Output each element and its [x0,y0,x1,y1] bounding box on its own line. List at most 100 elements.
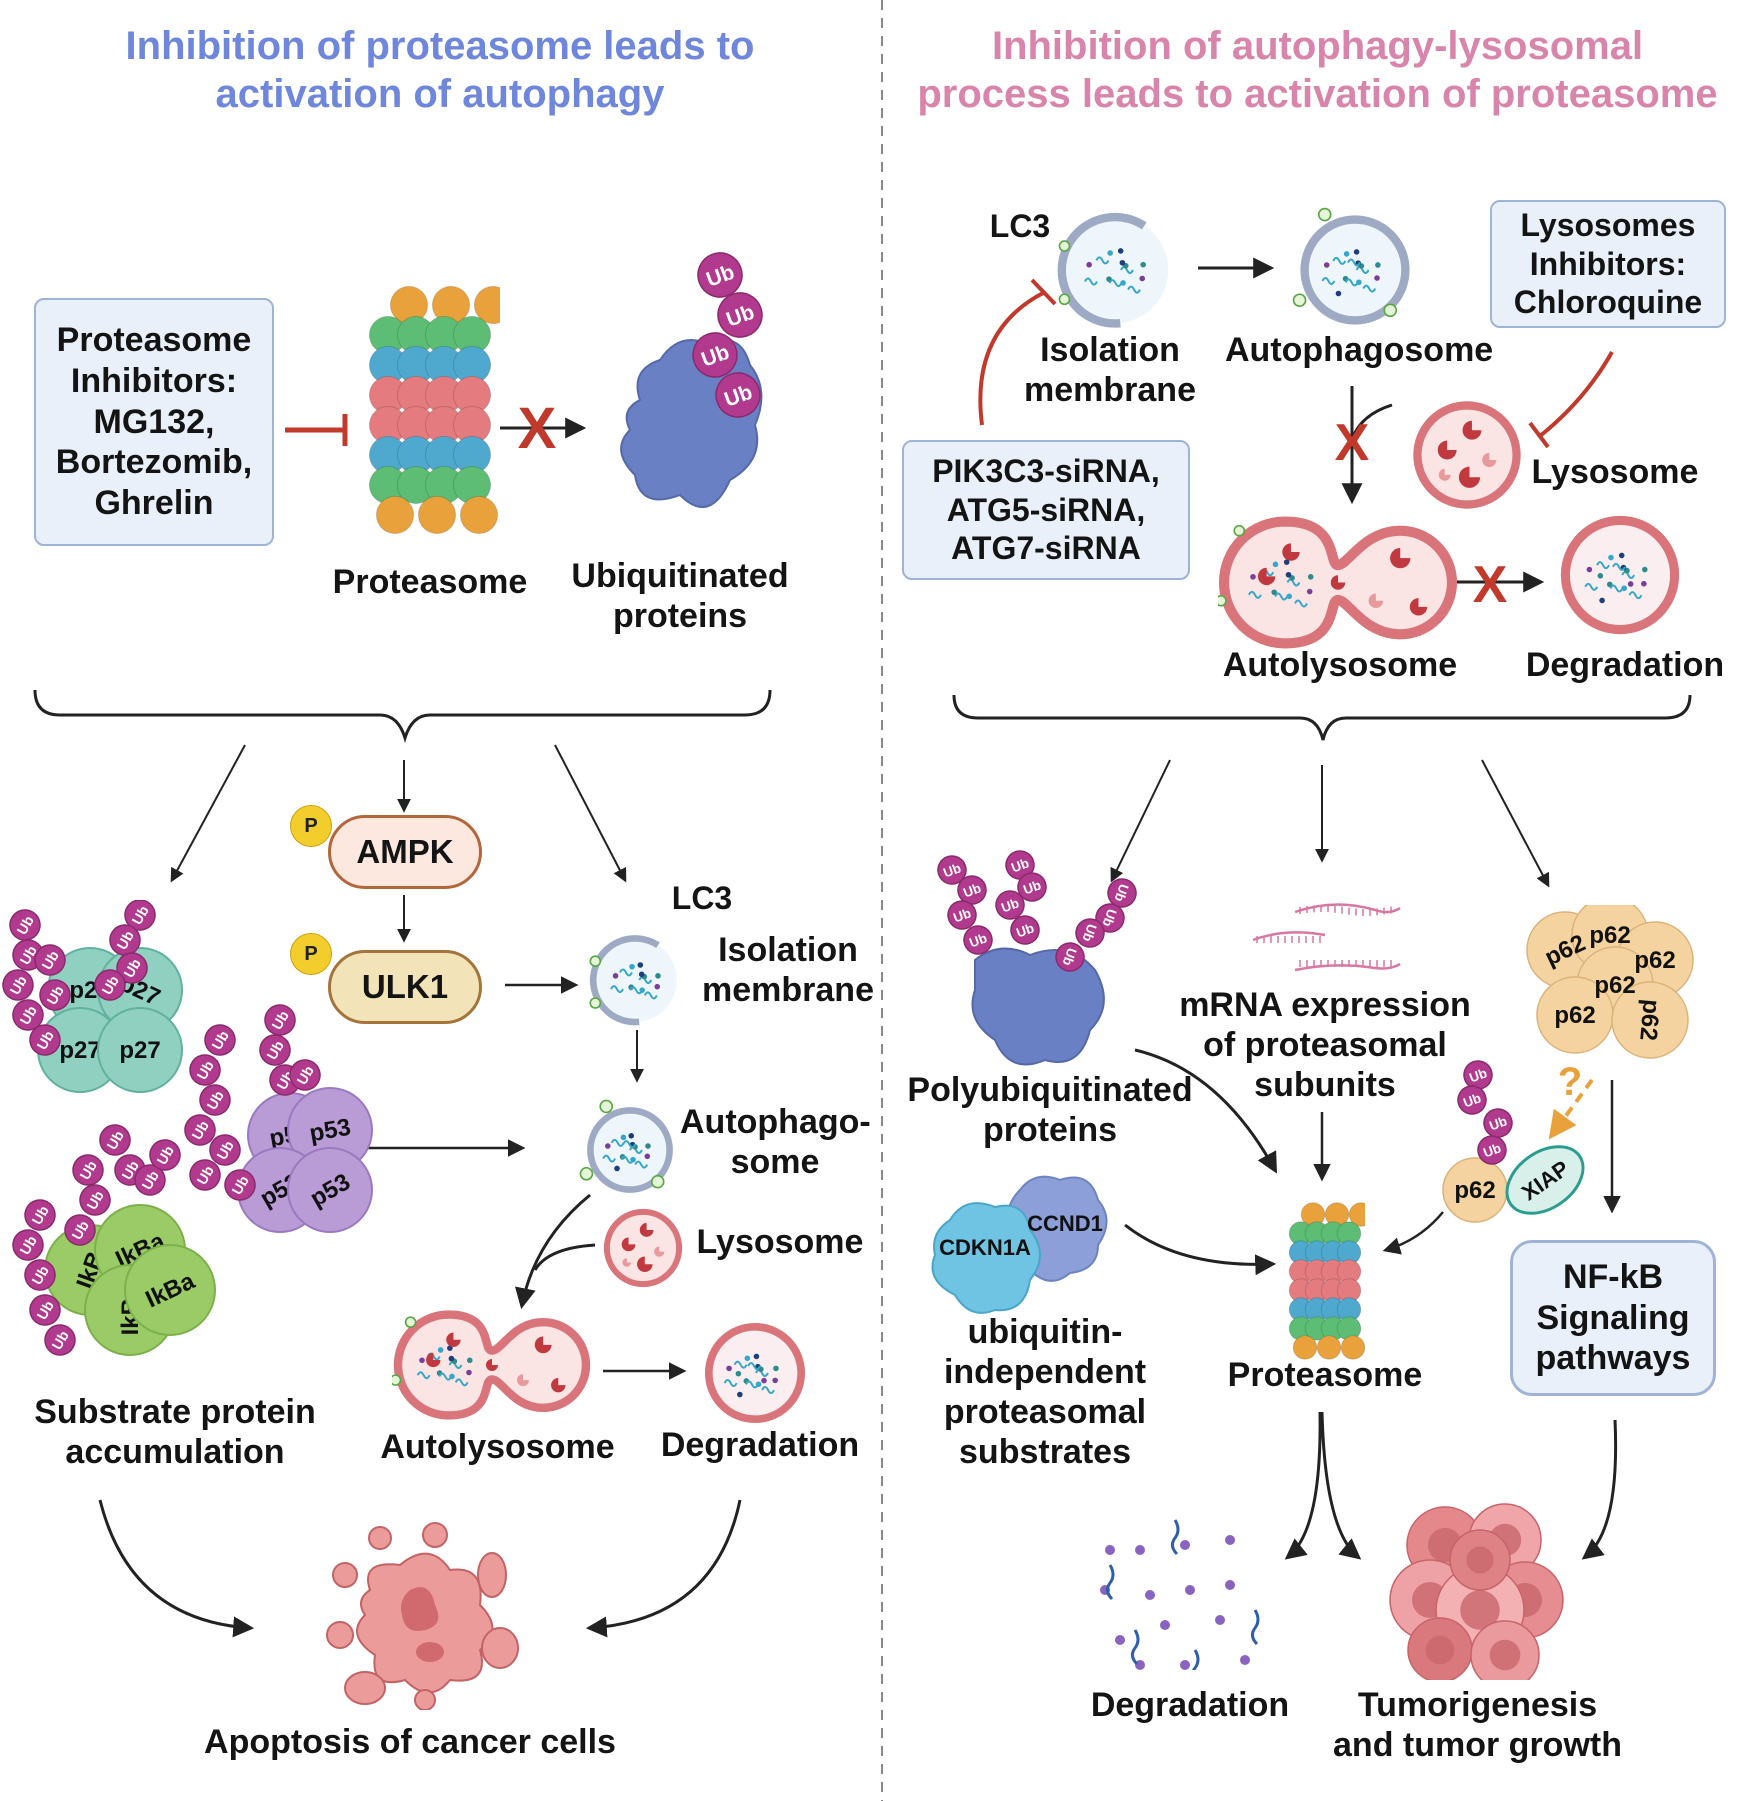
polyubiquitinated-label: Polyubiquitinated proteins [907,1071,1193,1150]
p27-protein-label: p27 [59,1037,100,1064]
xiap-protein [1505,1145,1585,1215]
degradation-vesicle-icon-right [1560,515,1680,635]
svg-text:Ub: Ub [941,860,963,880]
degradation-label-left: Degradation [660,1426,860,1464]
lysosome-icon-left [603,1208,683,1288]
ikba-protein [124,1244,216,1336]
blocked-arrow-fusion: X [1335,386,1393,505]
svg-text:X: X [1473,556,1508,614]
svg-text:Ub: Ub [999,895,1021,915]
fragment-strand [1192,1649,1200,1670]
fragment-dot [1225,1535,1235,1545]
ubiquitin-icon: Ub [99,1124,131,1156]
ubiquitin-icon: Ub [937,855,967,885]
ubiquitin-icon: Ub [209,1134,241,1166]
arrow-to-substrates [170,744,246,883]
ubiquitin-icon: Ub [199,1084,231,1116]
degraded-fragments-icon [1100,1519,1260,1670]
fragment-dot [1115,1635,1125,1645]
fragment-strand [1170,1519,1180,1556]
svg-text:X: X [518,396,557,461]
arrow-polyub-proteasome [1134,1048,1278,1174]
arrow-proteasome-tumor [1320,1411,1362,1560]
ubiquitin-icon: Ub [995,890,1025,920]
ubiquitin-icon: Ub [12,999,44,1031]
ubiquitin-icon: Ub [1477,1135,1507,1165]
substrate-proteins-cluster: p27p27p27p27p53p53p53p53IkBIkBaIkBaIkBaU… [2,900,373,1356]
ubiquitin-icon: Ub [717,292,763,338]
fragment-dot [1180,1540,1190,1550]
lc3-label-left: LC3 [671,880,733,916]
left-panel-title: Inhibition of proteasome leads to activa… [125,24,755,116]
ubiquitin-icon: Ub [12,1229,44,1261]
isolation-membrane-label-left: Isolation membrane [702,931,874,1010]
autolysosome-label-left: Autolysosome [380,1428,615,1466]
lc3-marker [1058,293,1071,306]
ubiquitin-icon: Ub [957,875,987,905]
arrow-ccnd1-proteasome [1124,1223,1277,1276]
ubiquitin-icon: Ub [204,1024,236,1056]
ccnd1-cdkn1a-icon: CCND1 CDKN1A [931,1175,1108,1314]
fragment-dot [1225,1580,1235,1590]
ubiquitin-icon: Ub [79,1184,111,1216]
svg-text:Ub: Ub [967,930,989,950]
inhibition-arrow-sirna [978,278,1057,426]
svg-text:Ub: Ub [1021,877,1043,897]
blocked-arrow-degradation: X [1450,556,1545,614]
fragment-strand [1130,1629,1140,1666]
autolysosome-icon-right [1218,516,1458,649]
proteasome-ring [375,495,415,535]
ubiquitin-icon: Ub [24,1199,56,1231]
ubiquitin-icon: Ub [259,1034,291,1066]
autophagosome-icon-left [579,1099,673,1193]
p27-protein-label: p27 [119,1037,160,1064]
ubiquitin-icon: Ub [9,909,41,941]
ubiquitin-icon: Ub [963,925,993,955]
svg-text:Ub: Ub [1487,1113,1509,1133]
ubiquitin-icon: Ub [289,1059,321,1091]
lysosome-icon-right [1413,401,1521,509]
arrow-proteasome-degradation [1284,1411,1322,1560]
ubiquitin-icon: Ub [189,1159,221,1191]
apoptotic-cell-icon [326,1522,519,1710]
lc3-marker [1292,293,1307,308]
tumor-nucleus [1425,1635,1455,1665]
p53-protein [287,1147,373,1233]
proteasome-icon [368,285,500,535]
ubiquitin-icon: Ub [1005,850,1035,880]
ubiquitin-icon: Ub [109,924,141,956]
lysosome-label-left: Lysosome [696,1223,864,1261]
ubiquitin-icon: Ub [116,952,148,984]
p62-protein [1611,981,1689,1059]
svg-text:Ub: Ub [1080,922,1100,944]
svg-text:Ub: Ub [1112,882,1132,904]
arrow-accumulation-apoptosis [98,1499,255,1638]
fragment-dot [1180,1660,1190,1670]
lc3-marker [1218,594,1227,607]
ubiquitin-icon: Ub [697,252,743,298]
autophagosome-label-left: Autophago- some [680,1103,871,1182]
svg-text:Ub: Ub [1481,1140,1503,1160]
ubiquitin-icon: Ub [184,1114,216,1146]
proteasome-label: Proteasome [332,563,528,601]
question-mark: ? [1558,1060,1582,1104]
tumorigenesis-label: Tumorigenesis and tumor growth [1333,1686,1622,1765]
p62-label: p62 [1594,972,1635,999]
isolation-membrane-icon-right [1057,212,1169,328]
ubiquitin-icon: Ub [1483,1108,1513,1138]
autolysosome-icon-left [392,1310,591,1420]
lc3-marker [589,997,602,1009]
mrna-icon [1252,903,1401,972]
degradation-bottom-label-right: Degradation [1090,1686,1290,1724]
autophagosome-label-right: Autophagosome [1225,331,1494,369]
ubiquitin-icon: Ub [39,979,71,1011]
ampk-node: AMPK [328,815,482,889]
lc3-marker [392,1374,402,1386]
fragment-strand [1250,1609,1260,1646]
arrow-lysosome-fusion [533,1243,596,1271]
ubiquitin-icon: Ub [224,1169,256,1201]
protein-blob [620,339,763,508]
arrow-to-lc3 [554,744,627,883]
proteasome-label-right: Proteasome [1227,1356,1423,1394]
